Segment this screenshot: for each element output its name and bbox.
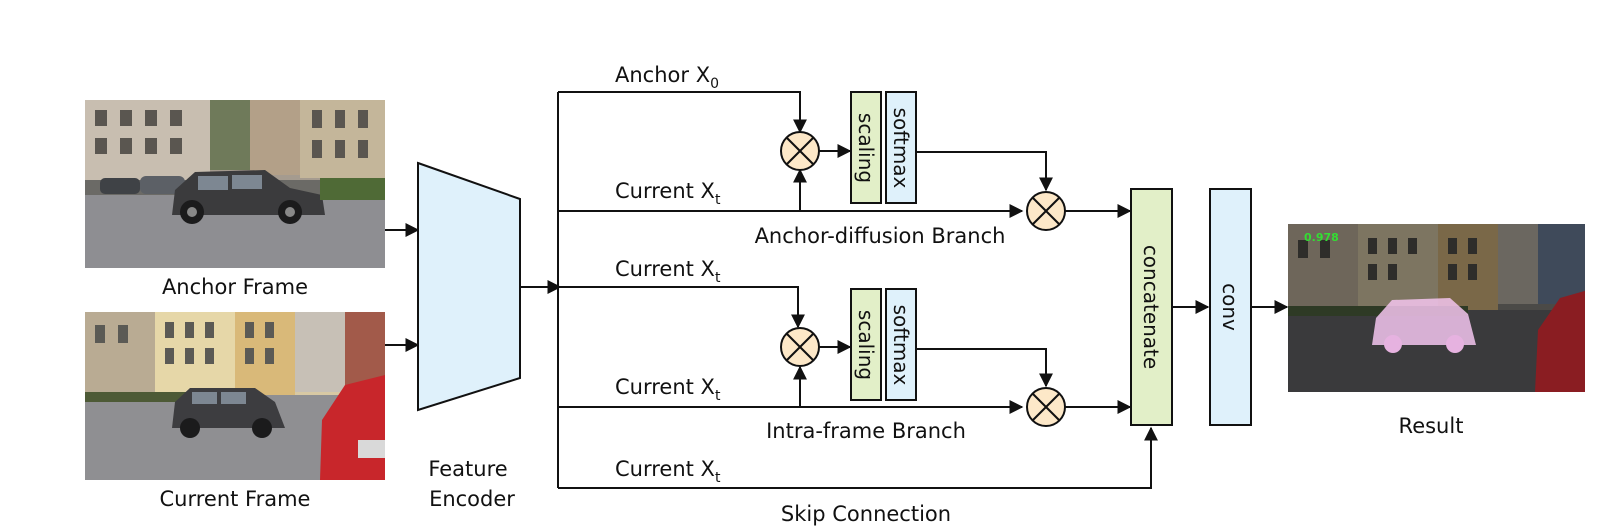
multiply-node-1 xyxy=(780,131,820,171)
scaling-block-2 xyxy=(850,288,882,401)
intra-frame-branch-label: Intra-frame Branch xyxy=(766,419,966,443)
current-frame-image xyxy=(85,312,385,480)
softmax-label-2: softmax xyxy=(889,305,913,386)
current-xt-label-2: Current Xt xyxy=(615,257,721,286)
anchor-x0-label: Anchor X0 xyxy=(615,63,719,92)
feature-encoder-block xyxy=(417,161,521,412)
current-xt-top-intra-path xyxy=(558,286,805,329)
current-xt-label-1: Current Xt xyxy=(615,179,721,208)
softmax-label-1: softmax xyxy=(889,108,913,189)
anchor-diffusion-branch-label: Anchor-diffusion Branch xyxy=(755,224,1006,248)
skip-connection-path xyxy=(558,426,1158,489)
feature-encoder-label-line1: Feature xyxy=(428,457,507,481)
anchor-frame-label: Anchor Frame xyxy=(162,275,308,299)
concatenate-label: concatenate xyxy=(1139,245,1163,369)
softmax-block-1 xyxy=(885,91,917,204)
feature-encoder-label-line2: Encoder xyxy=(429,487,515,511)
skip-connection-label: Skip Connection xyxy=(781,502,951,526)
softmax2-to-mult4-arrow xyxy=(916,348,1053,388)
scaling-block-1 xyxy=(850,91,882,204)
conv-label: conv xyxy=(1218,283,1242,331)
concatenate-block xyxy=(1130,188,1173,426)
current-frame-label: Current Frame xyxy=(160,487,311,511)
scaling-label-1: scaling xyxy=(854,113,878,183)
multiply-node-2 xyxy=(1026,191,1066,231)
softmax-block-2 xyxy=(885,288,917,401)
current-xt-label-4: Current Xt xyxy=(615,457,721,486)
result-image xyxy=(1288,224,1585,392)
anchor-frame-image xyxy=(85,100,385,268)
softmax1-to-mult2-arrow xyxy=(916,151,1053,192)
multiply-node-3 xyxy=(780,327,820,367)
anchor-x0-path xyxy=(558,91,807,134)
result-label: Result xyxy=(1399,414,1464,438)
result-score: 0.978 xyxy=(1304,231,1339,244)
scaling-label-2: scaling xyxy=(854,310,878,380)
current-xt-label-3: Current Xt xyxy=(615,375,721,404)
multiply-node-4 xyxy=(1026,387,1066,427)
